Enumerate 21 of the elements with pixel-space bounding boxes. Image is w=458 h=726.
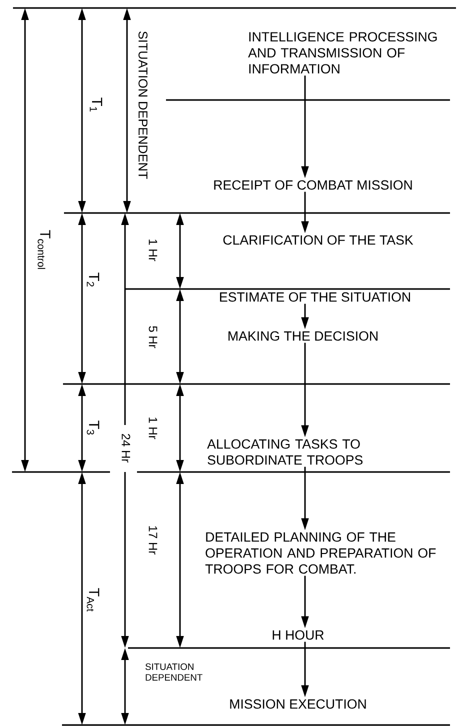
- step-text: ALLOCATING TASKS TO SUBORDINATE TROOPS: [207, 439, 363, 465]
- dimension-label: T$_{control}$: [38, 230, 50, 269]
- dimension-label: 5 Hr: [148, 326, 158, 348]
- dimension-label: 17 Hr: [148, 526, 158, 554]
- step-text: DETAILED PLANNING OF THE OPERATION AND PREPARATION OF TROOPS FOR COMBAT.: [205, 532, 436, 574]
- dimension-label: SITUATION DEPENDENT: [138, 31, 148, 179]
- dimension-label: 24 Hr: [122, 434, 130, 462]
- dimension-label: T$_{2}$: [86, 272, 100, 286]
- dimension-label: T$_{Act}$: [86, 588, 100, 612]
- step-text: ESTIMATE OF THE SITUATION: [220, 292, 410, 302]
- dimension-label: 1 Hr: [148, 240, 158, 262]
- step-text: MISSION EXECUTION: [230, 699, 366, 709]
- dimension-label: 1 Hr: [148, 418, 158, 440]
- step-text: CLARIFICATION OF THE TASK: [223, 235, 414, 245]
- dimension-label: SITUATION DEPENDENT: [145, 663, 202, 681]
- step-text: MAKING THE DECISION: [228, 331, 378, 341]
- step-text: H HOUR: [272, 630, 324, 640]
- dimension-label: T$_{3}$: [86, 420, 100, 435]
- step-text: INTELLIGENCE PROCESSING AND TRANSMISSION OF INFORMATION: [248, 32, 437, 74]
- step-text: RECEIPT OF COMBAT MISSION: [214, 180, 412, 190]
- dimension-label: T$_{1}$: [90, 98, 102, 112]
